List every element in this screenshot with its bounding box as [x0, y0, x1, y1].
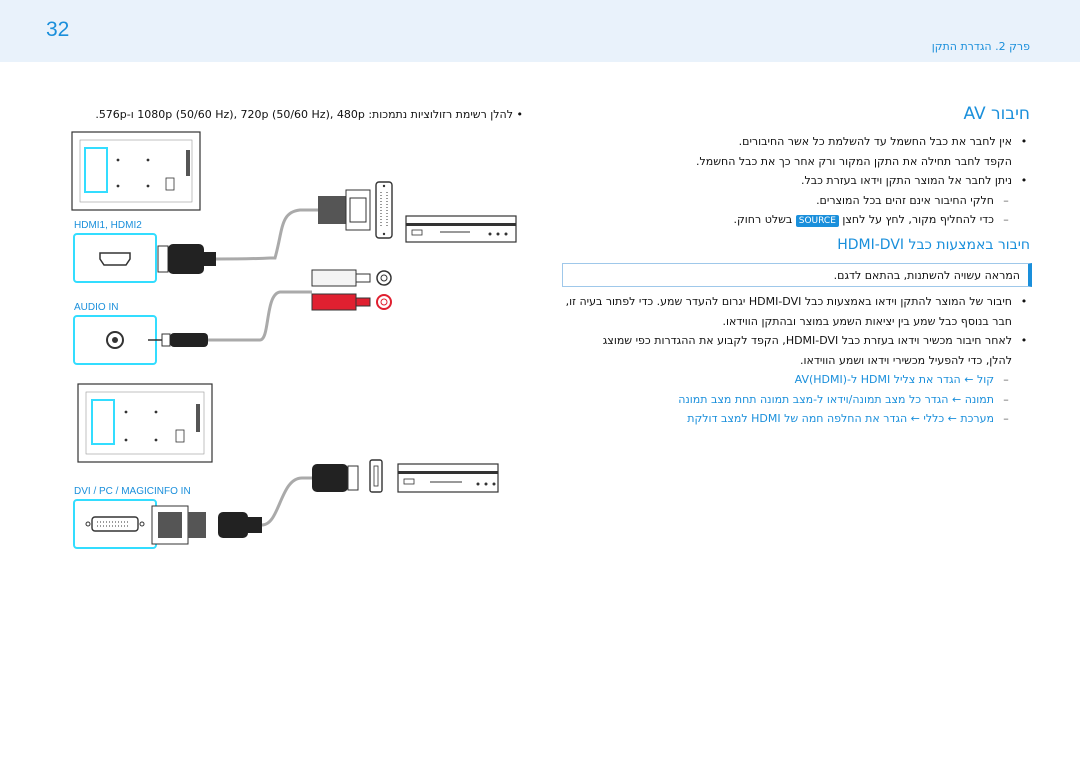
hdmi-line: להלן, כדי להפעיל מכשירי וידאו ושמע הוויד…	[799, 353, 1012, 367]
monitor-back-panel-upper	[71, 131, 201, 211]
av-line: ניתן לחבר אל המוצר התקן וידאו בעזרת כבל.	[550, 171, 1030, 191]
source-button-badge: SOURCE	[795, 215, 839, 227]
video-device-icon	[405, 215, 517, 243]
audio-plug-icon	[148, 333, 208, 347]
rca-white-plug-icon	[311, 269, 371, 287]
audio-port-label: AUDIO IN	[74, 302, 119, 313]
dvi-port-icon-lower	[85, 516, 145, 532]
dvi-port-frame	[73, 499, 157, 549]
hdmi-port-label: HDMI1, HDMI2	[74, 220, 142, 231]
monitor-back-panel-lower	[77, 383, 213, 463]
av-section-title: חיבור AV	[963, 104, 1030, 124]
hdmi-plug-icon	[157, 244, 216, 274]
av-line: הקפד לחבר תחילה את התקן המקור ורק אחר כך…	[696, 154, 1012, 168]
hdmi-plug-icon-lower	[218, 512, 262, 538]
av-line-source: כדי להחליף מקור, לחץ על לחצן SOURCE בשלט…	[550, 210, 1030, 232]
resolution-note: • להלן רשימת רזולוציות נתמכות: 1080p (50…	[95, 108, 523, 121]
audio-port-frame	[73, 315, 157, 365]
rca-red-plug-icon	[311, 293, 371, 311]
header-bar	[0, 0, 1080, 62]
dvi-port-icon	[375, 181, 393, 239]
hdmi-line: לאחר חיבור מכשיר וידאו בעזרת כבל HDMI-DV…	[550, 331, 1030, 351]
hdmi-port-frame	[73, 233, 157, 283]
page-number: 32	[46, 18, 70, 41]
hdmi-line: חיבור של המוצר להתקן וידאו באמצעות כבל H…	[550, 292, 1030, 312]
hdmi-line: חבר בנוסף כבל שמע בין יציאות השמע במוצר …	[722, 314, 1012, 328]
hdmi-plug-icon-device	[312, 464, 359, 492]
rca-red-jack-icon	[376, 294, 392, 310]
dvi-plug-icon	[318, 189, 371, 231]
chapter-title: פרק 2. הגדרת התקן	[931, 40, 1030, 53]
av-line: חלקי החיבור אינם זהים בכל המוצרים.	[550, 191, 1030, 211]
dvi-plug-icon-lower	[151, 505, 206, 545]
av-section-body: אין לחבר את כבל החשמל עד להשלמת כל אשר ה…	[550, 132, 1030, 232]
settings-step: תמונה ← הגדר כל מצב תמונה/וידאו ל-מצב תמ…	[550, 390, 1030, 410]
dvi-port-label: DVI / PC / MAGICINFO IN	[74, 486, 191, 497]
settings-step: קול ← הגדר את צליל HDMI ל-AV(HDMI)	[550, 370, 1030, 390]
audio-jack-icon	[106, 331, 124, 349]
video-device-icon-lower	[397, 463, 499, 493]
hdmi-port-icon	[99, 252, 131, 266]
model-notice: המראה עשויה להשתנות, בהתאם לדגם.	[562, 263, 1032, 287]
av-line: אין לחבר את כבל החשמל עד להשלמת כל אשר ה…	[550, 132, 1030, 152]
hdmi-section-body: חיבור של המוצר להתקן וידאו באמצעות כבל H…	[550, 292, 1030, 429]
hdmi-section-title: חיבור באמצעות כבל HDMI-DVI	[837, 237, 1030, 253]
hdmi-port-icon-device	[369, 459, 383, 493]
rca-white-jack-icon	[376, 270, 392, 286]
settings-step: מערכת ← כללי ← הגדר את החלפה חמה של HDMI…	[550, 409, 1030, 429]
